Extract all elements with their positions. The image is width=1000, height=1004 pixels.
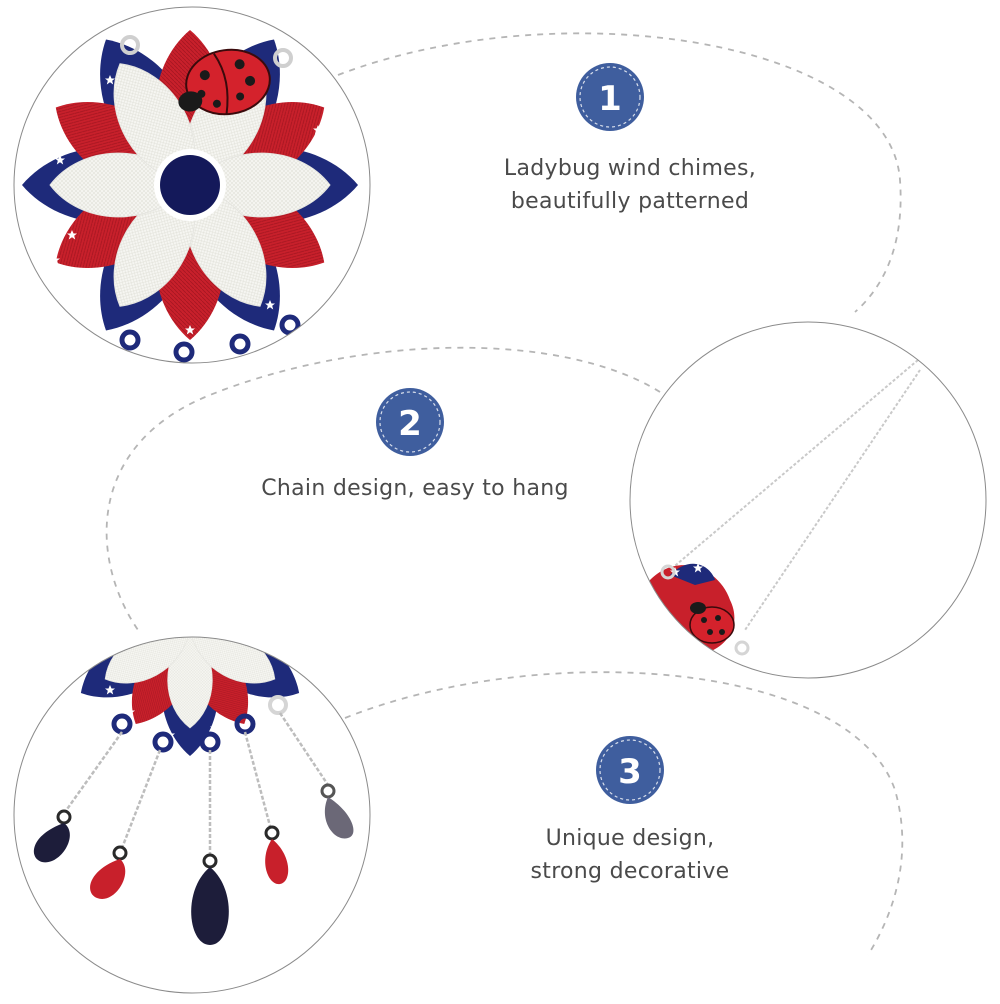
feature-caption-1: Ladybug wind chimes, beautifully pattern…	[460, 152, 800, 218]
pendant-navy-left	[33, 823, 70, 863]
pendant-navy-center	[191, 867, 229, 945]
badge-1: 1	[576, 63, 644, 131]
pendant-grey-right	[324, 797, 354, 839]
caption-3-line-1: Unique design,	[545, 826, 715, 851]
ladybug-flower-closeup	[13, 6, 371, 364]
pendant-red-right	[265, 839, 289, 885]
dashed-curve-middle	[105, 346, 661, 631]
badge-number-1: 1	[598, 79, 622, 119]
badge-number-2: 2	[398, 404, 422, 444]
caption-1-line-2: beautifully patterned	[510, 189, 750, 214]
dashed-connector-curves	[105, 32, 904, 956]
feature-caption-2: Chain design, easy to hang	[230, 472, 600, 505]
caption-3-line-2: strong decorative	[530, 859, 730, 884]
dashed-curve-top	[337, 32, 902, 313]
caption-1-line-1: Ladybug wind chimes,	[503, 156, 757, 181]
badge-3: 3	[596, 736, 664, 804]
badge-number-3: 3	[618, 752, 642, 792]
teardrop-pendants-closeup	[13, 636, 371, 994]
badge-2: 2	[376, 388, 444, 456]
hanging-chain-closeup	[629, 321, 987, 679]
feature-caption-3: Unique design, strong decorative	[480, 822, 780, 888]
pendant-red-left	[90, 859, 126, 899]
caption-2-line-1: Chain design, easy to hang	[261, 476, 569, 501]
dashed-curve-bottom	[344, 671, 904, 956]
